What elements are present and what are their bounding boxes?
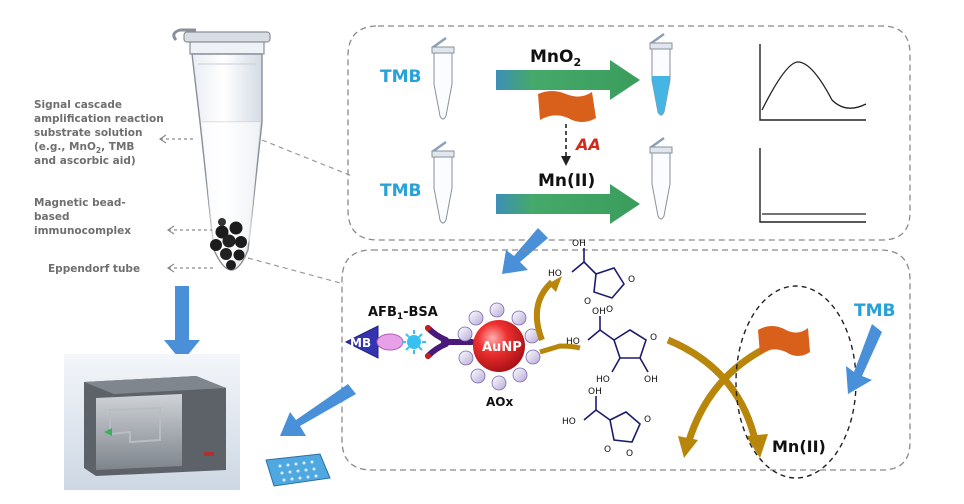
tmb-bottom-label: TMB: [380, 181, 421, 201]
arrow-to-bottom-panel: [502, 228, 548, 274]
svg-text:O: O: [626, 449, 633, 459]
bottom-panel: [341, 249, 911, 471]
tube-top-left: [431, 36, 455, 120]
label-substrate-1: Signal cascade: [34, 99, 122, 111]
tube-bottom-left: [431, 140, 455, 224]
top-panel: [347, 25, 911, 241]
svg-text:HO: HO: [548, 269, 562, 279]
svg-text:OH: OH: [588, 387, 602, 397]
arrow-green-top: [496, 60, 640, 100]
svg-text:HO: HO: [596, 375, 610, 385]
tmb-top-label: TMB: [380, 67, 421, 87]
arrow-down-to-reader: [164, 286, 200, 362]
antibody: [425, 325, 475, 359]
mb-label: MB: [350, 336, 371, 350]
svg-text:O: O: [584, 297, 591, 307]
mn2-label-bottom: Mn(II): [772, 437, 826, 456]
aox-label: AOx: [486, 395, 513, 409]
microplate-96-well: [265, 453, 331, 487]
svg-text:HO: HO: [562, 417, 576, 427]
molecule-top: OH HO O O O: [548, 239, 635, 315]
graph-top: [759, 44, 867, 121]
curve-arrow-down-left: [684, 342, 772, 445]
mno2-nanosheet-top: [538, 91, 596, 122]
molecule-bottom: OH HO O O O: [562, 387, 651, 459]
svg-text:O: O: [650, 333, 657, 343]
eppendorf-tube: [172, 28, 271, 271]
mn2-label-top: Mn(II): [538, 171, 595, 191]
microplate-reader: [64, 354, 240, 490]
tmb-bottom-panel-label: TMB: [854, 301, 895, 321]
magnetic-beads: [210, 218, 247, 270]
svg-text:O: O: [604, 445, 611, 455]
aa-label: AA: [574, 135, 601, 154]
label-substrate-2: amplification reaction: [34, 113, 164, 125]
tube-labels: Signal cascade amplification reaction su…: [34, 99, 214, 275]
curve-arrow-up: [533, 279, 555, 342]
svg-text:O: O: [628, 275, 635, 285]
afb1-antigen: [402, 330, 426, 354]
label-substrate-3: substrate solution: [34, 127, 142, 139]
arrow-green-bottom: [496, 184, 640, 224]
aunp-particle: [473, 320, 525, 372]
svg-text:OH: OH: [572, 239, 586, 249]
mno2-label: MnO2: [530, 47, 581, 69]
mno2-nanosheet-bottom: [758, 326, 810, 356]
afb1-bsa-label: AFB1-BSA: [368, 305, 438, 322]
magnetic-bead-mb: MB: [344, 325, 379, 359]
curve-arrow-in: [539, 343, 581, 355]
bsa-ellipse: [376, 333, 404, 351]
aox-enzymes: [457, 302, 541, 391]
molecule-middle: OH HO O HO OH: [566, 307, 658, 385]
aunp-label: AuNP: [482, 340, 522, 355]
svg-text:HO: HO: [566, 337, 580, 347]
label-substrate-4: (e.g., MnO2, TMB: [34, 141, 134, 155]
label-substrate-5: and ascorbic aid): [34, 155, 136, 167]
leader-bottom: [247, 257, 345, 285]
tube-top-right-blue: [649, 32, 673, 116]
svg-text:OH: OH: [644, 375, 658, 385]
leader-top: [261, 139, 353, 177]
label-bead-3: immunocomplex: [34, 225, 131, 237]
label-tube: Eppendorf tube: [48, 263, 140, 275]
tube-bottom-right: [649, 136, 673, 220]
arrow-to-plate: [280, 384, 356, 436]
label-bead-1: Magnetic bead-: [34, 197, 126, 209]
arrow-tmb: [846, 324, 882, 394]
label-bead-2: based: [34, 211, 70, 223]
svg-text:O: O: [644, 415, 651, 425]
svg-text:O: O: [606, 305, 613, 315]
svg-text:OH: OH: [592, 307, 606, 317]
graph-bottom: [759, 148, 866, 223]
